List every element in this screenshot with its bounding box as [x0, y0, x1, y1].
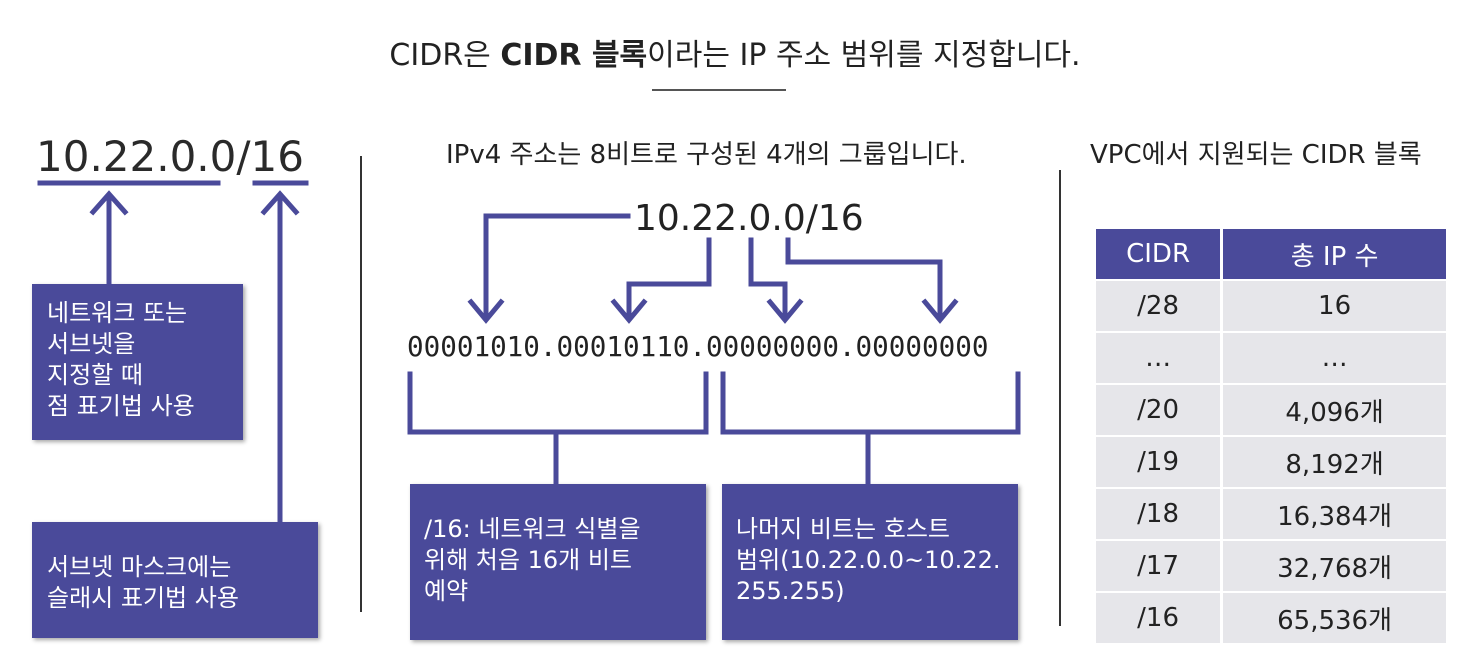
ip-count-cell: 16,384개 [1220, 489, 1446, 539]
slash-notation-box: 서브넷 마스크에는 슬래시 표기법 사용 [32, 522, 318, 638]
title-bold: CIDR 블록 [500, 38, 648, 73]
cidr-cell: /19 [1096, 437, 1221, 487]
vpc-cidr-heading: VPC에서 지원되는 CIDR 블록 [1090, 140, 1422, 170]
cidr-notation-large: 10.22.0.0/16 [36, 132, 304, 181]
cidr-notation-middle: 10.22.0.0/16 [634, 198, 864, 239]
ip-count-cell: 8,192개 [1220, 437, 1446, 487]
octet3-connector [748, 237, 788, 321]
ipv4-heading: IPv4 주소는 8비트로 구성된 4개의 그룹입니다. [446, 140, 967, 170]
cidr-cell: … [1096, 333, 1221, 383]
column-header-cidr: CIDR [1096, 229, 1221, 279]
octet1-connector [483, 213, 631, 321]
title-part1: CIDR은 [389, 38, 501, 73]
octet2-arrowhead [610, 298, 648, 324]
cidr-network-part: 10.22.0.0 [36, 132, 237, 181]
cidr-cell: /16 [1096, 593, 1221, 643]
network-bits-box: /16: 네트워크 식별을 위해 처음 16개 비트 예약 [410, 484, 706, 640]
host-bits-bracket [720, 371, 1021, 435]
octet4-arrowhead [921, 298, 959, 324]
cidr-cell: /17 [1096, 541, 1221, 591]
column-header-total-ip: 총 IP 수 [1220, 229, 1446, 279]
arrow-to-network-head [89, 190, 129, 216]
title-underline [652, 89, 786, 91]
ip-count-cell: 4,096개 [1220, 385, 1446, 435]
network-bits-bracket [407, 371, 709, 435]
octet4-connector [785, 237, 943, 321]
octet2-connector [626, 237, 712, 321]
cidr-prefix-part: 16 [250, 132, 304, 181]
cidr-cell: /18 [1096, 489, 1221, 539]
table-header-row: CIDR 총 IP 수 [1096, 229, 1446, 279]
cidr-cell: /28 [1096, 281, 1221, 331]
ip-count-cell: … [1220, 333, 1446, 383]
binary-address: 00001010.00010110.00000000.00000000 [407, 330, 989, 363]
dotted-notation-box: 네트워크 또는 서브넷을 지정할 때 점 표기법 사용 [32, 284, 243, 440]
octet3-arrowhead [766, 298, 804, 324]
page-title: CIDR은 CIDR 블록이라는 IP 주소 범위를 지정합니다. [0, 30, 1470, 74]
table-row: …… [1096, 333, 1446, 383]
ip-count-cell: 65,536개 [1220, 593, 1446, 643]
octet1-arrowhead [467, 298, 505, 324]
cidr-cell: /20 [1096, 385, 1221, 435]
title-part2: 이라는 IP 주소 범위를 지정합니다. [647, 38, 1081, 73]
ip-count-cell: 32,768개 [1220, 541, 1446, 591]
cidr-slash: / [236, 132, 251, 181]
ip-count-cell: 16 [1220, 281, 1446, 331]
arrow-to-prefix-head [260, 190, 300, 216]
host-bits-box: 나머지 비트는 호스트 범위(10.22.0.0~10.22. 255.255) [722, 484, 1018, 640]
